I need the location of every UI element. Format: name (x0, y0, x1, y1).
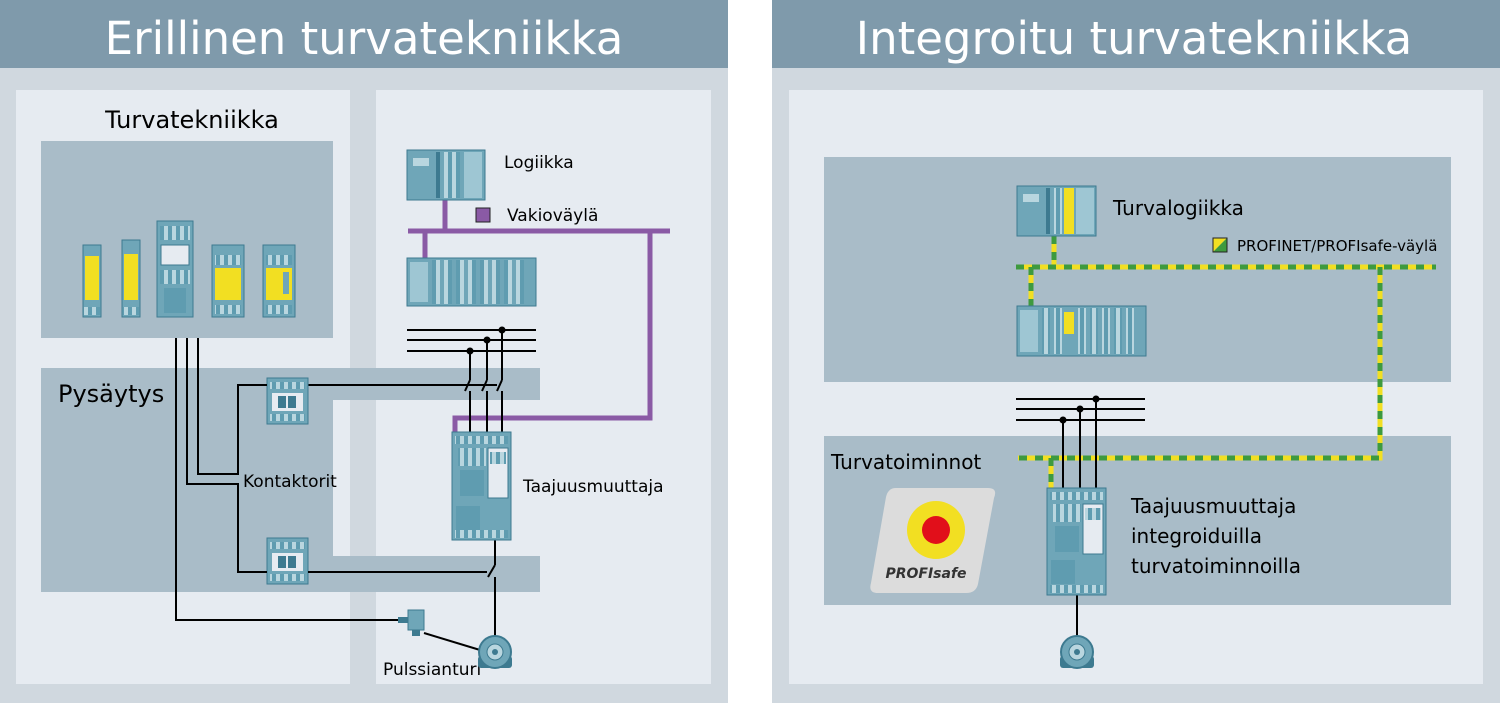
label-pysaytys: Pysäytys (58, 380, 164, 408)
contactor-icon (266, 537, 309, 585)
right-header (772, 0, 1500, 68)
profinet-profisafe-bus (1016, 236, 1436, 488)
safety-relay-icon (121, 239, 141, 318)
io-station-icon (406, 257, 537, 307)
label-pulssianturi: Pulssianturi (383, 660, 481, 680)
contactor-icon (266, 377, 309, 425)
label-kontaktorit: Kontaktorit (243, 472, 337, 492)
profisafe-logo: PROFIsafe (870, 488, 996, 593)
label-turvalogiikka: Turvalogiikka (1112, 196, 1244, 220)
safety-wiring (175, 338, 496, 636)
standard-bus-legend-icon (475, 207, 491, 223)
plc-logic-icon (406, 149, 486, 201)
power-supply-lines (308, 329, 536, 432)
label-turvatoiminnot: Turvatoiminnot (830, 450, 981, 474)
safety-controller-icon (156, 220, 194, 318)
motor-icon (478, 635, 512, 669)
right-half: Integroitu turvatekniikka Turvalogiikka … (772, 0, 1500, 703)
label-logiikka: Logiikka (504, 153, 574, 173)
label-drive-line1: Taajuusmuuttaja (1130, 494, 1296, 518)
left-header (0, 0, 728, 68)
profinet-legend-icon (1212, 237, 1228, 253)
safety-relay-modules (82, 220, 296, 318)
label-drive-line3: turvatoiminnoilla (1131, 554, 1301, 578)
label-profinet: PROFINET/PROFIsafe-väylä (1237, 237, 1437, 255)
label-vakiovayla: Vakioväylä (507, 206, 598, 226)
frequency-converter-icon (451, 431, 512, 541)
profisafe-logo-text: PROFIsafe (885, 566, 966, 582)
right-title: Integroitu turvatekniikka (856, 12, 1412, 65)
motor-icon (1060, 635, 1094, 669)
safety-relay-icon (262, 244, 296, 318)
standard-bus (408, 200, 670, 432)
safety-plc-icon (1016, 185, 1097, 237)
left-half: Erillinen turvatekniikka Turvatekniikka … (0, 0, 728, 703)
safety-relay-icon (211, 244, 245, 318)
frequency-converter-safety-icon (1046, 487, 1107, 596)
contactor-band-bottom (333, 556, 540, 592)
label-drive-line2: integroiduilla (1131, 524, 1262, 548)
pulse-encoder-icon (398, 609, 481, 651)
label-taajuusmuuttaja: Taajuusmuuttaja (522, 477, 664, 497)
safety-relay-icon (82, 244, 102, 318)
label-turvatekniikka: Turvatekniikka (104, 106, 279, 134)
safety-io-station-icon (1016, 305, 1147, 357)
left-title: Erillinen turvatekniikka (105, 12, 624, 65)
